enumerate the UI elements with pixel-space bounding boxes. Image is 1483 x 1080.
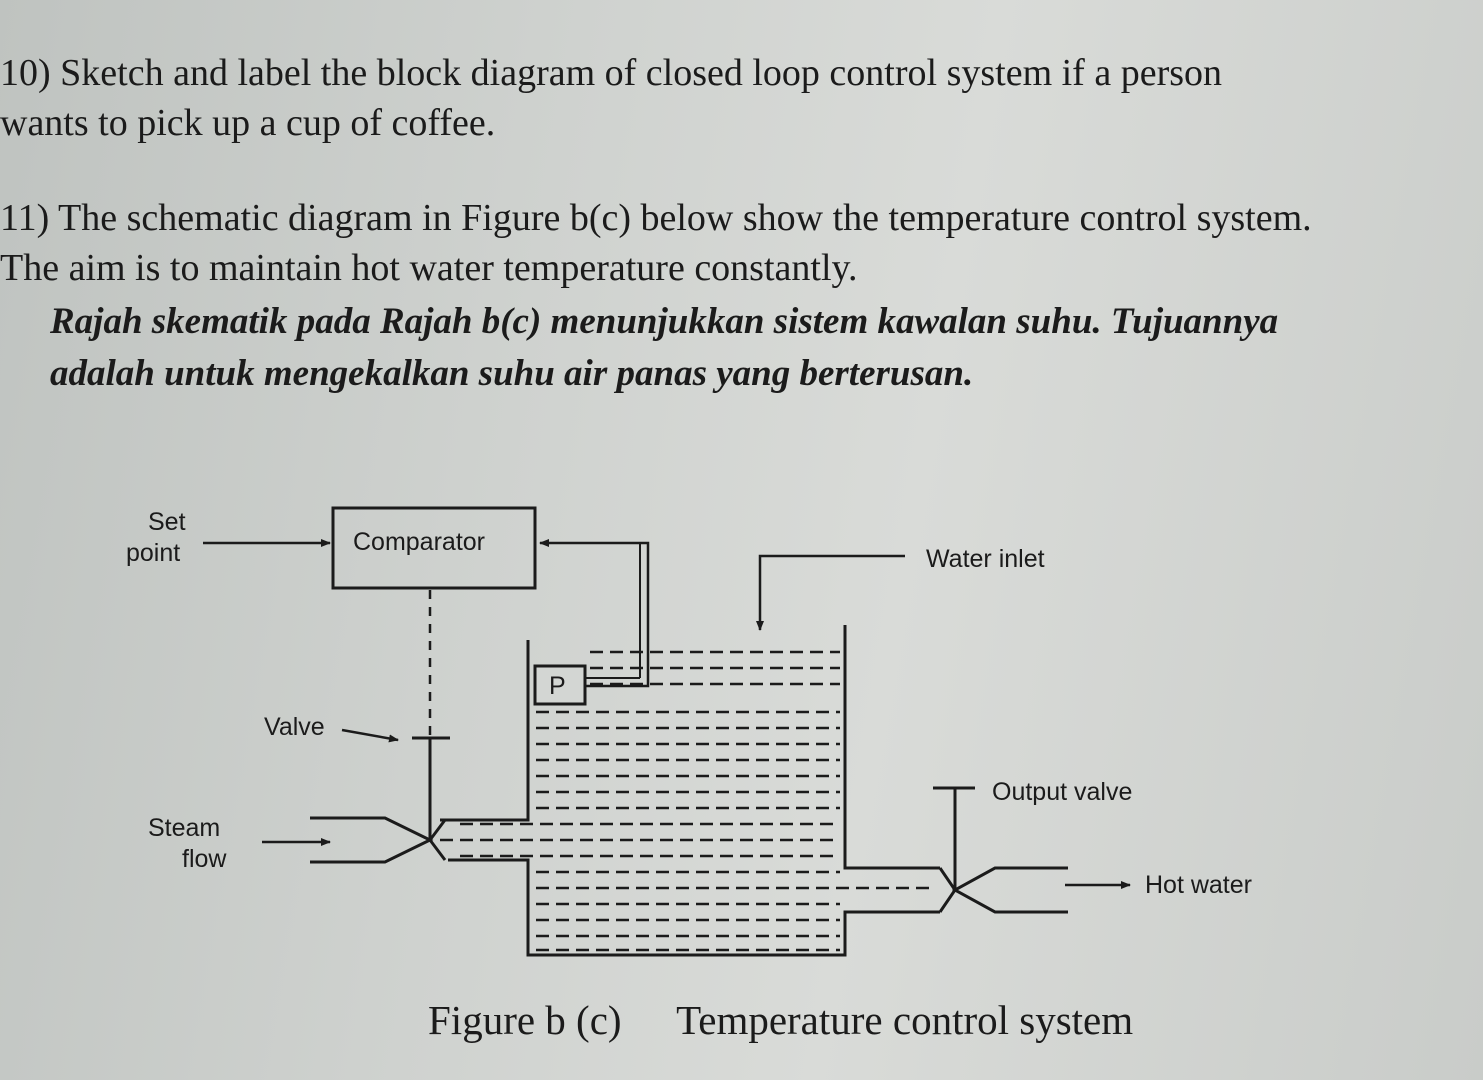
tank-right-wall [843,625,940,870]
feedback-line [539,539,650,688]
steam-flow-label: Steam [148,814,220,842]
question-10-line-2: wants to pick up a cup of coffee. [0,102,496,144]
steam-flow-label-2: flow [182,845,227,873]
set-point-label: Set [148,508,186,536]
set-point-label-2: point [126,539,180,567]
tank-bottom [448,858,940,957]
output-valve-label: Output valve [992,778,1132,806]
malay-line-1: Rajah skematik pada Rajah b(c) menunjukk… [50,301,1279,342]
question-10: 10) Sketch and label the block diagram o… [0,48,1222,148]
comparator-block [331,506,537,590]
figure-number: Figure b (c) [428,997,622,1043]
water-inlet-label: Water inlet [926,545,1045,573]
figure-caption: Figure b (c) Temperature control system [428,996,1133,1044]
output-pipe [951,866,1068,914]
steam-pipe [310,816,434,864]
tank-water [440,650,935,952]
comparator-label: Comparator [353,528,485,556]
temperature-sensor-p [533,664,587,706]
question-11-line-1: 11) The schematic diagram in Figure b(c)… [0,197,1312,239]
question-10-line-1: 10) Sketch and label the block diagram o… [0,52,1223,94]
question-11: 11) The schematic diagram in Figure b(c)… [0,193,1312,293]
question-11-malay: Rajah skematik pada Rajah b(c) menunjukk… [50,296,1278,400]
valve-label: Valve [264,713,325,741]
figure-title: Temperature control system [676,997,1134,1043]
malay-line-2: adalah untuk mengekalkan suhu air panas … [50,353,974,394]
water-inlet-pipe [756,554,905,631]
hot-water-label: Hot water [1145,871,1252,899]
sensor-p-label: P [549,672,566,700]
tank-left-wall-upper [440,640,530,822]
question-11-line-2: The aim is to maintain hot water tempera… [0,247,858,289]
valve-arrow [341,728,399,743]
